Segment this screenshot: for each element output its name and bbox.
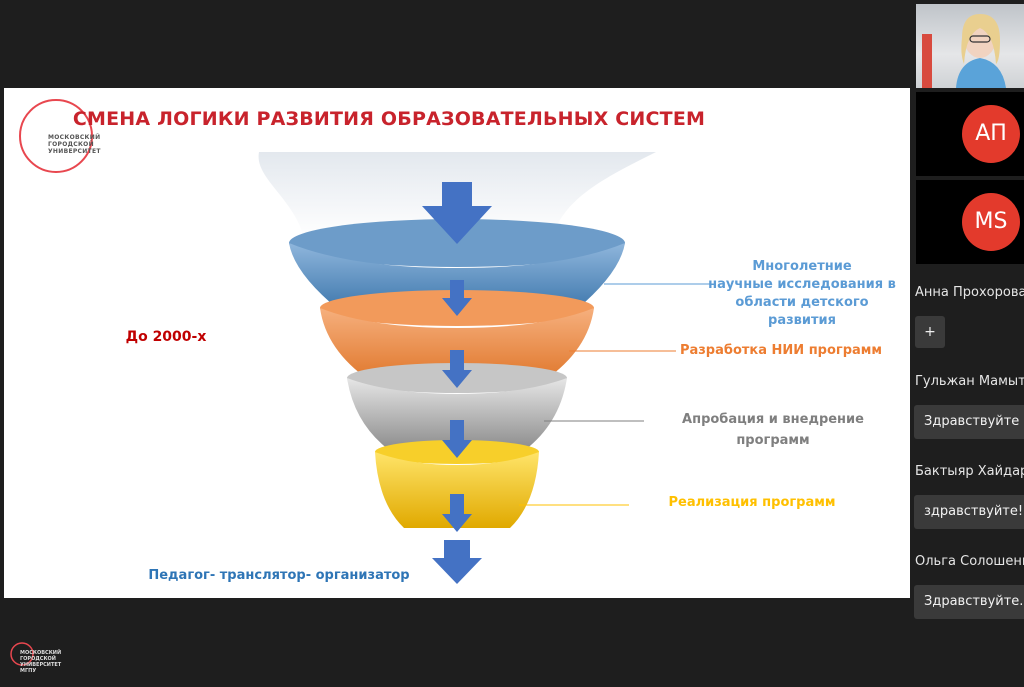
chat-message: здравствуйте! [914, 495, 1024, 529]
funnel-label-research: Многолетние научные исследования в облас… [704, 258, 900, 330]
funnel-label-implementation: Реализация программ [662, 495, 842, 510]
participant-avatar: АП [962, 105, 1020, 163]
participant-video-tile[interactable] [916, 4, 1024, 88]
funnel-label-development: Разработка НИИ программ [676, 343, 886, 358]
chat-author-name: Гульжан Мамытова [915, 374, 1024, 389]
chat-author-name: Ольга Солошенко [915, 554, 1024, 569]
slide-title: СМЕНА ЛОГИКИ РАЗВИТИЯ ОБРАЗОВАТЕЛЬНЫХ СИ… [4, 108, 774, 130]
chat-message: Здравствуйте. [914, 585, 1024, 619]
bottom-label: Педагог- транслятор- организатор [144, 568, 414, 583]
participant-tile[interactable]: АП [916, 92, 1024, 176]
university-logo-text: МОСКОВСКИЙ ГОРОДСКОЙ УНИВЕРСИТЕТ [48, 134, 101, 155]
university-watermark-text: МОСКОВСКИЙ ГОРОДСКОЙ УНИВЕРСИТЕТ МГПУ [20, 650, 61, 674]
funnel-label-approbation: Апробация и внедрение программ [678, 409, 868, 451]
participant-tile[interactable]: MS [916, 180, 1024, 264]
chat-message: Здравствуйте [914, 405, 1024, 439]
chat-message: + [915, 316, 945, 348]
chat-author-name: Бактыяр Хайдаров [915, 464, 1024, 479]
participant-video-icon [916, 4, 1024, 88]
presentation-slide: СМЕНА ЛОГИКИ РАЗВИТИЯ ОБРАЗОВАТЕЛЬНЫХ СИ… [4, 88, 910, 598]
era-label: До 2000-х [116, 329, 216, 345]
down-arrow-icon [432, 540, 482, 584]
chat-author-name: Анна Прохорова [915, 285, 1024, 300]
participant-avatar: MS [962, 193, 1020, 251]
